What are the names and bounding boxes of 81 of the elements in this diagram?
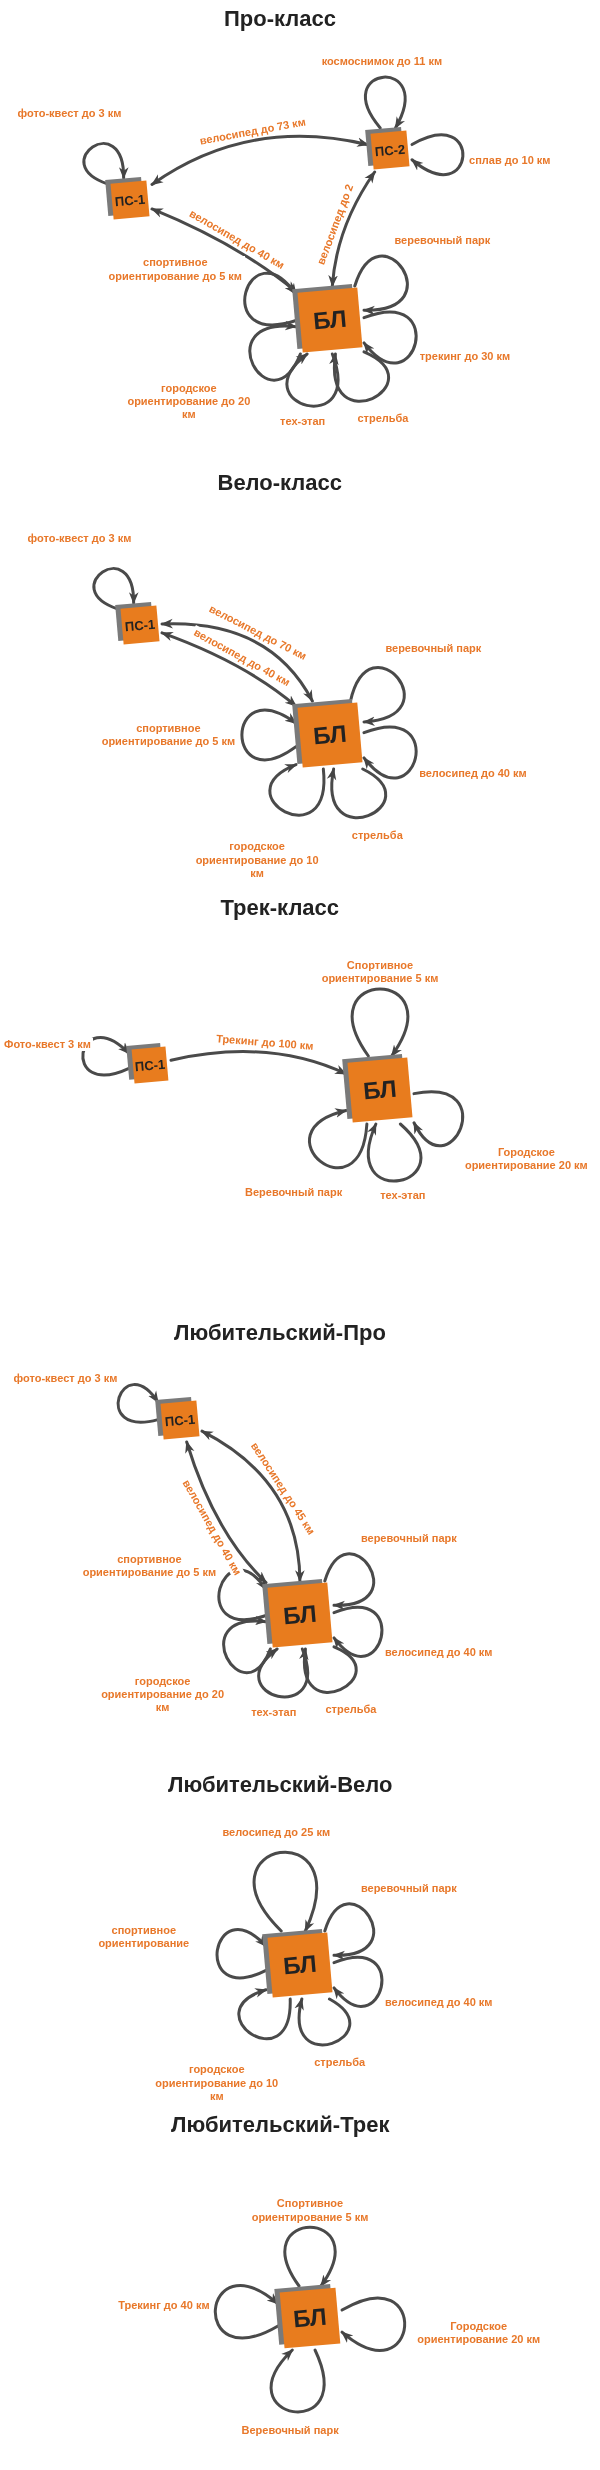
edge-label: стрельба <box>312 2055 368 2069</box>
curved-arrow <box>200 1429 305 1583</box>
curved-arrow <box>160 631 298 708</box>
loop-arrow <box>367 1122 422 1183</box>
section-heading: Вело-класс <box>217 470 343 496</box>
loop-arrow <box>240 708 298 762</box>
edge-label: сплав до 10 км <box>467 154 553 168</box>
loop-arrow <box>270 2348 326 2414</box>
loop-arrow <box>243 271 298 327</box>
loop-arrow <box>364 75 407 130</box>
edge-label: стрельба <box>349 828 405 842</box>
loop-arrow <box>92 567 138 611</box>
edge-label: велосипед до 40 км <box>382 1996 495 2010</box>
edge-label: космоснимок до 11 км <box>319 54 445 68</box>
loop-arrow <box>332 1606 384 1658</box>
loop-arrow <box>215 1928 268 1980</box>
edge-label: велосипед до 25 км <box>220 1826 333 1840</box>
edge-label: фото-квест до 3 км <box>11 1371 120 1385</box>
loop-arrow <box>349 666 406 725</box>
loop-arrow <box>323 1552 376 1610</box>
loop-arrow <box>340 2296 407 2352</box>
node-label: БЛ <box>362 1074 398 1106</box>
section-heading: Любительский-Трек <box>171 2112 390 2138</box>
loop-arrow <box>350 987 410 1058</box>
loop-arrow <box>308 1109 369 1170</box>
node-label: ПС-2 <box>374 141 406 159</box>
loop-arrow <box>362 311 418 365</box>
curved-arrow <box>160 619 314 703</box>
loop-arrow <box>217 1568 268 1621</box>
edge-label: велосипед до 40 км <box>417 767 529 781</box>
node-label: ПС-1 <box>164 1411 196 1429</box>
loop-arrow <box>332 1956 384 2008</box>
loop-arrow <box>327 767 388 820</box>
edge-label: Веревочный парк <box>243 1186 345 1200</box>
node-label: ПС-1 <box>124 616 156 634</box>
edge-label: веревочный парк <box>358 1531 459 1546</box>
node-label: БЛ <box>292 2302 328 2334</box>
loop-arrow <box>300 1645 358 1694</box>
curved-arrow <box>328 170 377 288</box>
node-label: ПС-1 <box>114 191 146 209</box>
edge-label: веревочный парк <box>392 234 493 248</box>
section-heading: Любительский-Про <box>174 1320 386 1346</box>
loop-arrow <box>248 321 302 382</box>
loop-arrow <box>253 1851 318 1933</box>
loop-arrow <box>295 1997 352 2047</box>
loop-arrow <box>323 1902 376 1960</box>
section-heading: Про-класс <box>224 6 336 32</box>
loop-arrow <box>283 2225 337 2288</box>
loop-arrow <box>330 350 391 403</box>
loop-arrow <box>412 1090 465 1148</box>
loop-arrow <box>285 352 339 408</box>
loop-arrow <box>353 254 409 315</box>
curved-arrow <box>185 1440 268 1584</box>
loop-arrow <box>82 142 128 186</box>
edge-label: Фото-квест 3 км <box>2 1037 93 1052</box>
loop-arrow <box>222 1616 272 1675</box>
loop-arrow <box>116 1383 160 1424</box>
edge-label: веревочный парк <box>383 641 484 655</box>
loop-arrow <box>213 2284 280 2340</box>
loop-arrow <box>362 726 418 780</box>
node-label: ПС-1 <box>134 1056 166 1074</box>
loop-arrow <box>237 1988 292 2041</box>
node-label: БЛ <box>282 1599 318 1631</box>
edge-label: стрельба <box>323 1703 379 1717</box>
section-heading: Любительский-Вело <box>168 1772 393 1798</box>
edge-label: фото-квест до 3 км <box>15 107 124 121</box>
node-label: БЛ <box>312 304 348 336</box>
node-label: БЛ <box>282 1949 318 1981</box>
loop-arrow <box>257 1647 309 1699</box>
loop-arrow <box>410 133 465 176</box>
section-heading: Трек-класс <box>220 895 340 921</box>
edge-label: веревочный парк <box>358 1881 459 1896</box>
edge-label: Трекинг до 40 км <box>116 2298 212 2312</box>
loop-arrow <box>268 763 325 817</box>
edge-label: велосипед до 40 км <box>382 1646 495 1660</box>
loop-arrow <box>81 1036 131 1077</box>
node-label: БЛ <box>312 719 348 751</box>
edge-label: стрельба <box>355 412 411 426</box>
edge-label: Веревочный парк <box>239 2424 341 2438</box>
edge-label: фото-квест до 3 км <box>25 532 134 546</box>
edge-label: трекинг до 30 км <box>417 349 513 364</box>
